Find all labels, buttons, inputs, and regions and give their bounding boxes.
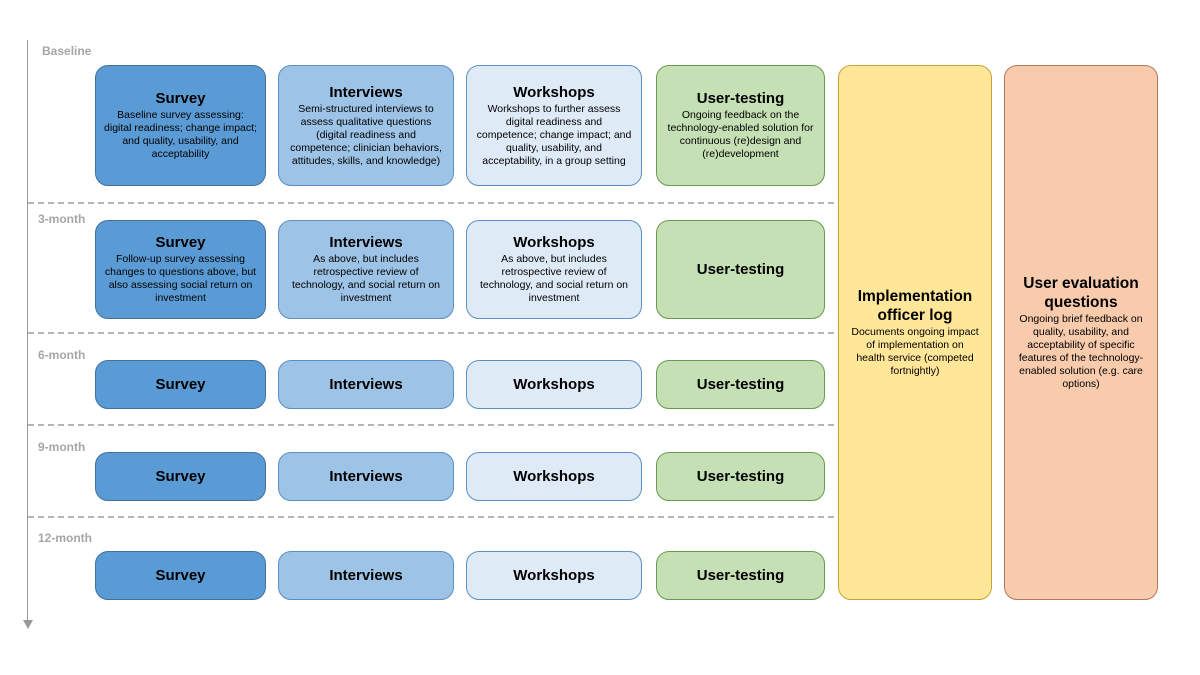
interviews-title: Interviews: [329, 566, 403, 584]
user-testing-title: User-testing: [696, 260, 785, 278]
user-evaluation-questions-box: User evaluation questions Ongoing brief …: [1004, 65, 1158, 600]
survey-title: Survey: [155, 234, 206, 251]
workshops-box-baseline: Workshops Workshops to further assess di…: [466, 65, 642, 186]
workshops-title: Workshops: [513, 83, 595, 101]
implementation-description: Documents ongoing impact of implementati…: [851, 326, 979, 377]
survey-title: Survey: [155, 566, 206, 584]
timepoint-label-9-month: 9-month: [38, 440, 86, 454]
user-evaluation-description: Ongoing brief feedback on quality, usabi…: [1018, 313, 1144, 390]
workshops-title: Workshops: [513, 234, 595, 251]
timepoint-label-3-month: 3-month: [38, 212, 86, 226]
workshops-title: Workshops: [513, 467, 595, 485]
timepoint-label-baseline: Baseline: [42, 44, 92, 58]
workshops-description: Workshops to further assess digital read…: [476, 102, 632, 167]
implementation-officer-log-box: Implementation officer log Documents ong…: [838, 65, 992, 600]
timeline-arrow-icon: [23, 620, 33, 629]
workshops-box-9-month: Workshops: [466, 452, 642, 501]
timepoint-label-6-month: 6-month: [38, 348, 86, 362]
workshops-box-6-month: Workshops: [466, 360, 642, 409]
interviews-description: Semi-structured interviews to assess qua…: [290, 102, 442, 167]
survey-box-9-month: Survey: [95, 452, 266, 501]
user-testing-box-12-month: User-testing: [656, 551, 825, 600]
row-divider: [28, 202, 834, 204]
interviews-title: Interviews: [329, 467, 403, 485]
timeline-axis: [27, 40, 28, 622]
workshops-box-12-month: Workshops: [466, 551, 642, 600]
interviews-box-baseline: Interviews Semi-structured interviews to…: [278, 65, 454, 186]
survey-title: Survey: [155, 375, 206, 393]
interviews-box-6-month: Interviews: [278, 360, 454, 409]
implementation-title: Implementation officer log: [857, 288, 973, 324]
workshops-box-3-month: Workshops As above, but includes retrosp…: [466, 220, 642, 319]
interviews-box-9-month: Interviews: [278, 452, 454, 501]
survey-title: Survey: [155, 90, 206, 107]
user-testing-title: User-testing: [696, 467, 785, 485]
user-testing-box-3-month: User-testing: [656, 220, 825, 319]
user-testing-box-6-month: User-testing: [656, 360, 825, 409]
survey-title: Survey: [155, 467, 206, 485]
user-testing-box-baseline: User-testing Ongoing feedback on the tec…: [656, 65, 825, 186]
interviews-box-3-month: Interviews As above, but includes retros…: [278, 220, 454, 319]
interviews-description: As above, but includes retrospective rev…: [291, 253, 441, 304]
interviews-title: Interviews: [329, 234, 403, 251]
user-testing-title: User-testing: [696, 90, 785, 107]
user-evaluation-title: User evaluation questions: [1023, 275, 1139, 311]
survey-box-baseline: Survey Baseline survey assessing: digita…: [95, 65, 266, 186]
row-divider: [28, 332, 834, 334]
user-testing-box-9-month: User-testing: [656, 452, 825, 501]
survey-box-3-month: Survey Follow-up survey assessing change…: [95, 220, 266, 319]
workshops-title: Workshops: [513, 566, 595, 584]
row-divider: [28, 424, 834, 426]
user-testing-title: User-testing: [696, 566, 785, 584]
interviews-title: Interviews: [329, 83, 403, 101]
workshops-title: Workshops: [513, 375, 595, 393]
workshops-description: As above, but includes retrospective rev…: [479, 253, 629, 304]
user-testing-title: User-testing: [696, 375, 785, 393]
row-divider: [28, 516, 834, 518]
survey-box-12-month: Survey: [95, 551, 266, 600]
survey-description: Baseline survey assessing: digital readi…: [104, 109, 257, 160]
survey-description: Follow-up survey assessing changes to qu…: [104, 253, 257, 304]
interviews-box-12-month: Interviews: [278, 551, 454, 600]
interviews-title: Interviews: [329, 375, 403, 393]
timepoint-label-12-month: 12-month: [38, 531, 92, 545]
survey-box-6-month: Survey: [95, 360, 266, 409]
user-testing-description: Ongoing feedback on the technology-enabl…: [667, 109, 814, 160]
